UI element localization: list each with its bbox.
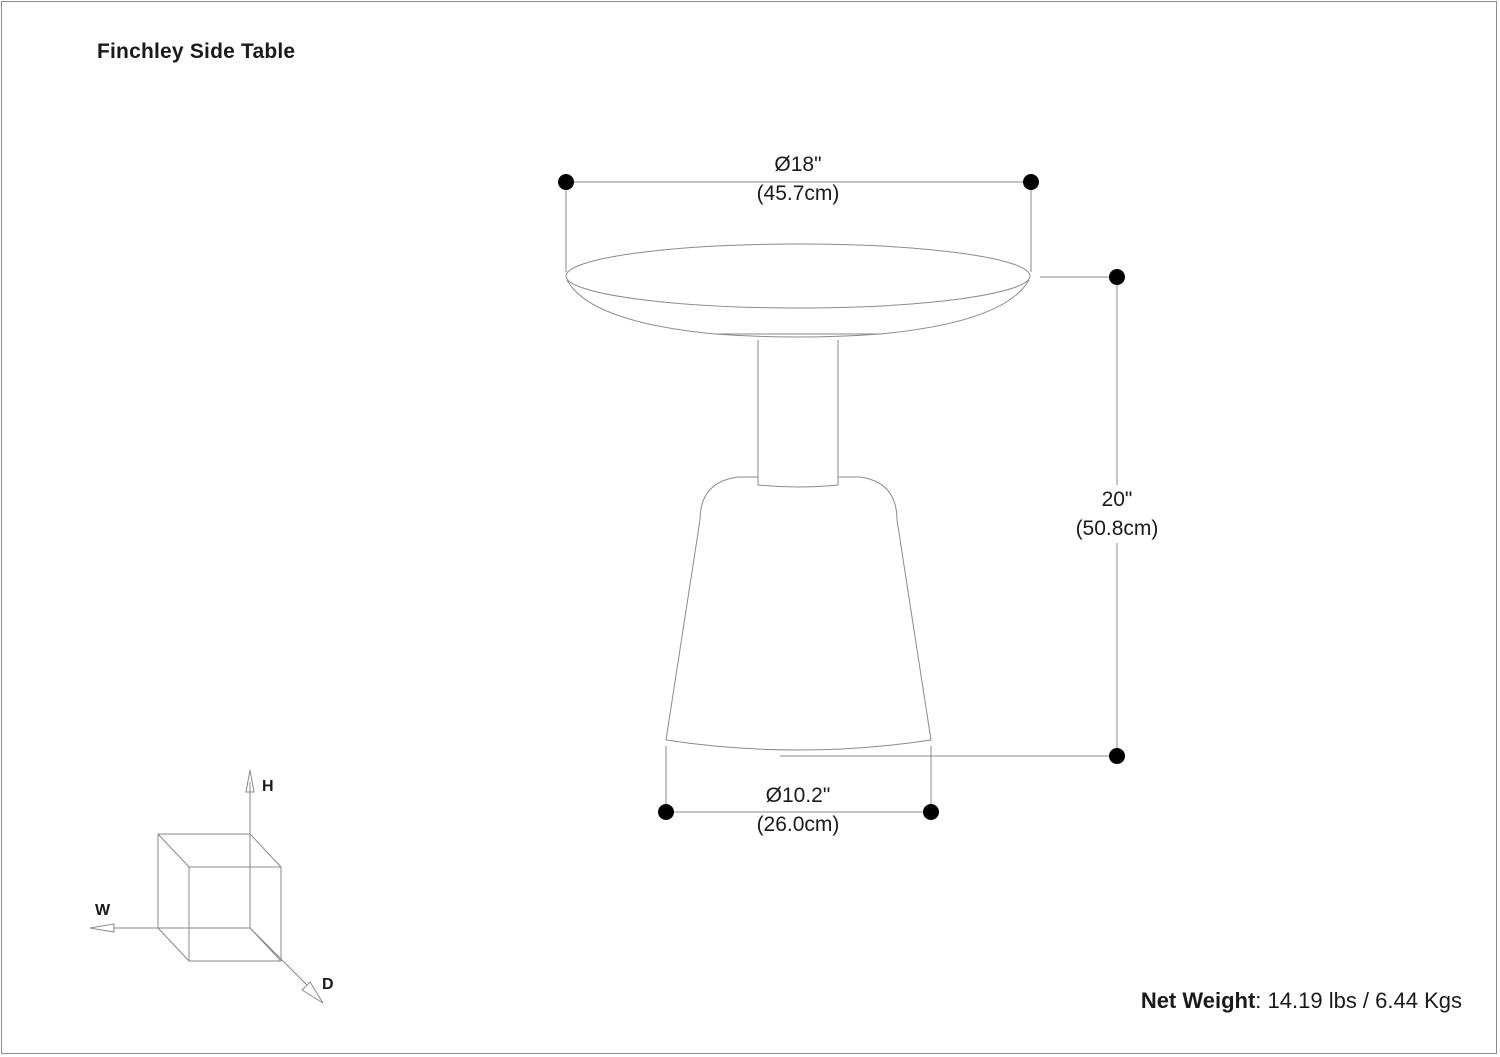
height-dot-top: [1109, 269, 1125, 285]
table-stem: [757, 340, 839, 488]
cube-back-face: [157, 833, 251, 929]
tabletop-rim: [714, 333, 881, 338]
height-imperial: 20": [1101, 488, 1133, 511]
product-title: Finchley Side Table: [97, 40, 296, 63]
top-width-dot-right: [1023, 174, 1039, 190]
width-axis-label: W: [95, 902, 111, 919]
base-width-dot-right: [923, 804, 939, 820]
net-weight: Net Weight: 14.19 lbs / 6.44 Kgs: [1141, 988, 1462, 1014]
height-dot-bottom: [1109, 748, 1125, 764]
base-diameter-label: Ø10.2" (26.0cm): [698, 781, 898, 839]
cube-front-face: [188, 866, 282, 962]
height-metric: (50.8cm): [1075, 517, 1159, 540]
top-diameter-imperial: Ø18": [774, 153, 822, 176]
tabletop-underside: [566, 279, 1030, 335]
table-base: [665, 476, 932, 751]
net-weight-label: Net Weight: [1140, 988, 1256, 1013]
height-axis-arrow: [245, 769, 255, 793]
height-axis-label: H: [262, 778, 274, 795]
orientation-cube: [89, 769, 324, 1004]
base-diameter-metric: (26.0cm): [756, 813, 840, 836]
tabletop-top-surface: [565, 243, 1031, 309]
top-width-dot-left: [558, 174, 574, 190]
depth-axis-line: [249, 927, 308, 986]
net-weight-value: 14.19 lbs / 6.44 Kgs: [1261, 988, 1462, 1013]
depth-axis-label: D: [322, 976, 334, 993]
base-diameter-imperial: Ø10.2": [765, 784, 831, 807]
depth-axis-arrow: [301, 981, 324, 1004]
base-width-dot-left: [658, 804, 674, 820]
net-weight-separator: :: [1255, 988, 1262, 1013]
height-label: 20" (50.8cm): [1040, 485, 1194, 543]
top-diameter-label: Ø18" (45.7cm): [698, 150, 898, 208]
width-axis-arrow: [89, 923, 115, 933]
top-diameter-metric: (45.7cm): [756, 182, 840, 205]
